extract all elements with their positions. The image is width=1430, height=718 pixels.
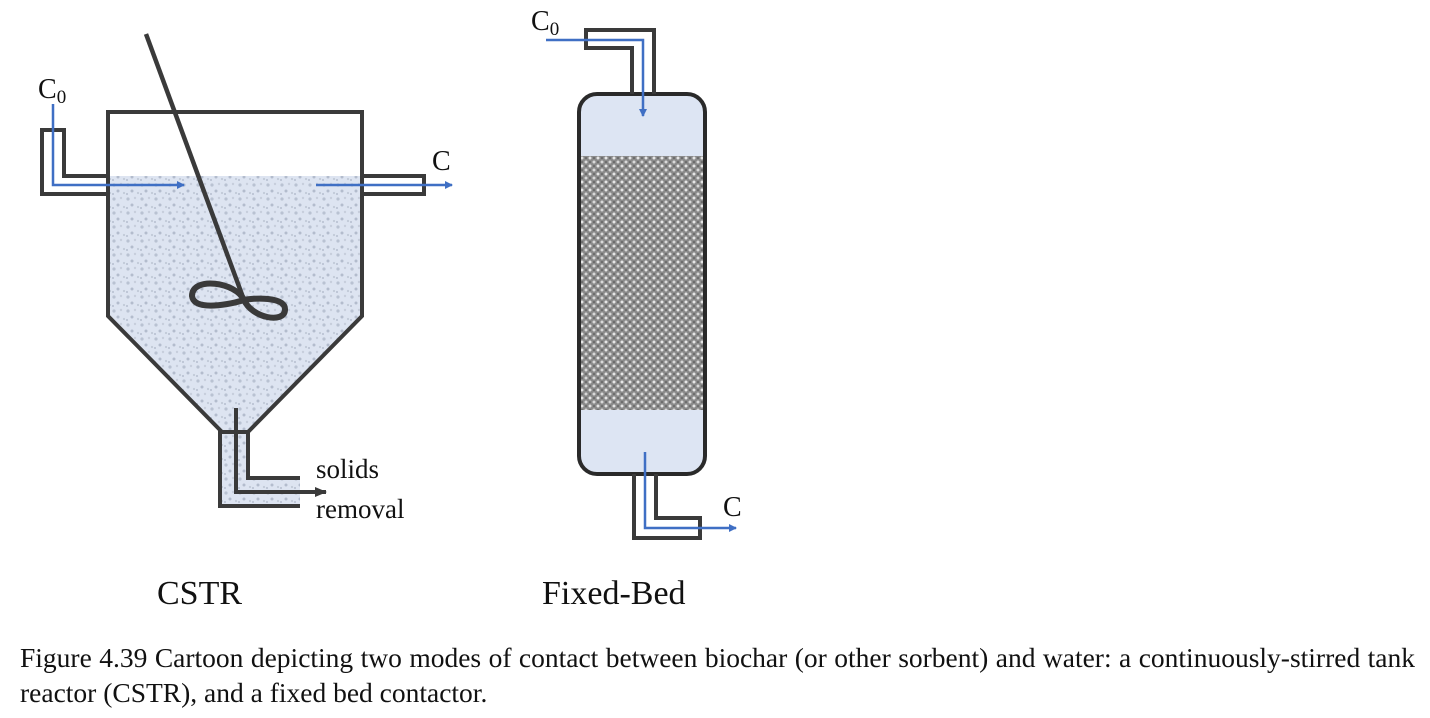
cstr-diagram: C0 C solids removal CSTR: [38, 33, 453, 612]
fixed-bed-diagram: C0 C Fixed-Bed: [531, 6, 742, 612]
figure-caption: Figure 4.39 Cartoon depicting two modes …: [20, 642, 1415, 708]
fixed-bed-outlet-flow-arrow: [643, 452, 737, 532]
cstr-outlet-label: C: [432, 146, 451, 177]
stirrer-shaft: [143, 33, 247, 301]
solids-removal-label-line2: removal: [316, 494, 404, 524]
cstr-solids-pipe: [218, 430, 300, 508]
cstr-title: CSTR: [157, 575, 242, 612]
stirrer-impeller: [189, 280, 288, 321]
fixed-bed-title: Fixed-Bed: [542, 575, 686, 612]
fixed-bed-inlet-flow-arrow: [546, 38, 647, 117]
fixed-bed-packing: [581, 156, 703, 410]
solids-removal-label-line1: solids: [316, 454, 379, 484]
cstr-solids-pipe-fill: [220, 432, 300, 506]
cstr-inlet-pipe: [40, 130, 108, 196]
cstr-inlet-label: C0: [38, 74, 66, 108]
cstr-inlet-flow-arrow: [51, 104, 185, 189]
fixed-bed-outlet-label: C: [723, 492, 742, 523]
fixed-bed-inlet-label: C0: [531, 6, 559, 40]
reactor-diagram: C0 C solids removal CSTR C0 C Fixed-Bed: [38, 6, 742, 612]
